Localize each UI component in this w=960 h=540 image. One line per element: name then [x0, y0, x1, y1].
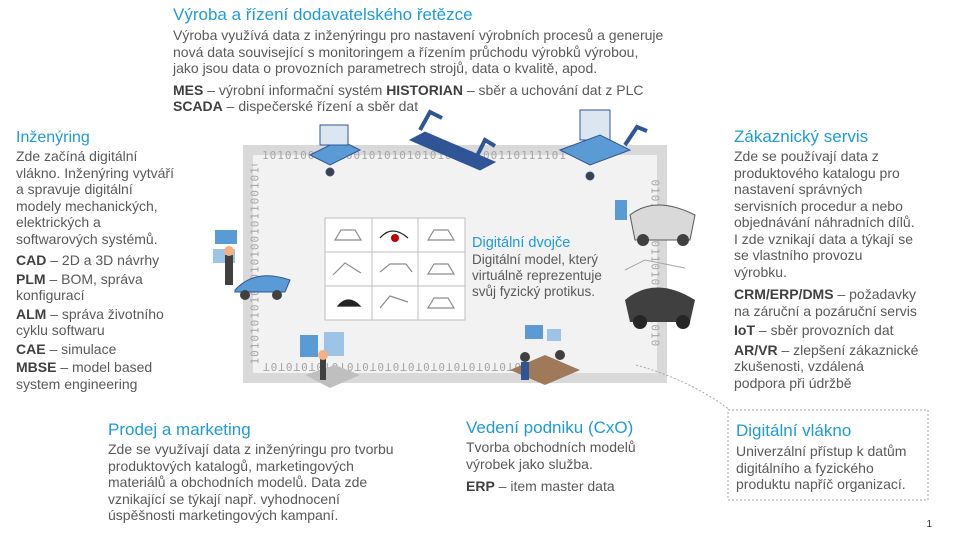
service-block: Zákaznický servis Zde se používají data … — [734, 127, 949, 391]
marketing-title: Prodej a marketing — [108, 420, 251, 439]
supply-desc-line: jako jsou data o provozních parametrech … — [173, 60, 598, 76]
marketing-desc: Zde se využívají data z inženýringu pro … — [108, 441, 394, 523]
engineering-title: Inženýring — [16, 129, 90, 146]
cxo-item-erp: ERP – item master data — [466, 478, 615, 494]
marketing-block: Prodej a marketing Zde se využívají data… — [108, 420, 438, 524]
thread-connector — [635, 364, 731, 411]
twin-title: Digitální dvojče — [472, 235, 571, 251]
supply-desc-line: Výroba využívá data z inženýringu pro na… — [173, 27, 664, 43]
service-illustration — [615, 200, 696, 329]
engineering-item-cae: CAE – simulace — [16, 340, 117, 357]
thread-box — [727, 409, 929, 501]
cxo-illustration — [510, 325, 580, 385]
supply-desc: Výroba využívá data z inženýringu pro na… — [173, 27, 663, 77]
thread-block: Digitální vlákno Univerzální přístup k d… — [736, 421, 926, 493]
twin-grid-icons — [332, 229, 456, 309]
supply-item-scada: SCADA – dispečerské řízení a sběr dat — [173, 98, 419, 114]
thread-title: Digitální vlákno — [736, 421, 852, 440]
supply-desc-line: nová data související s monitoringem a ř… — [173, 43, 639, 60]
engineering-illustration — [213, 230, 291, 300]
service-item-iot: IoT – sběr provozních dat — [734, 322, 894, 338]
supply-block: Výroba a řízení dodavatelského řetězce V… — [173, 5, 663, 115]
supply-title: Výroba a řízení dodavatelského řetězce — [173, 5, 473, 24]
engineering-item-cad: CAD – 2D a 3D návrhy — [16, 252, 160, 268]
page-number: 1 — [926, 519, 932, 530]
marketing-illustration — [300, 332, 360, 388]
supply-item-mes: MES – výrobní informační systém HISTORIA… — [173, 81, 644, 98]
manufacturing-illustration — [308, 109, 648, 181]
cxo-title: Vedení podniku (CxO) — [466, 418, 634, 437]
cxo-block: Vedení podniku (CxO) Tvorba obchodních m… — [466, 418, 706, 495]
service-title: Zákaznický servis — [734, 127, 869, 146]
